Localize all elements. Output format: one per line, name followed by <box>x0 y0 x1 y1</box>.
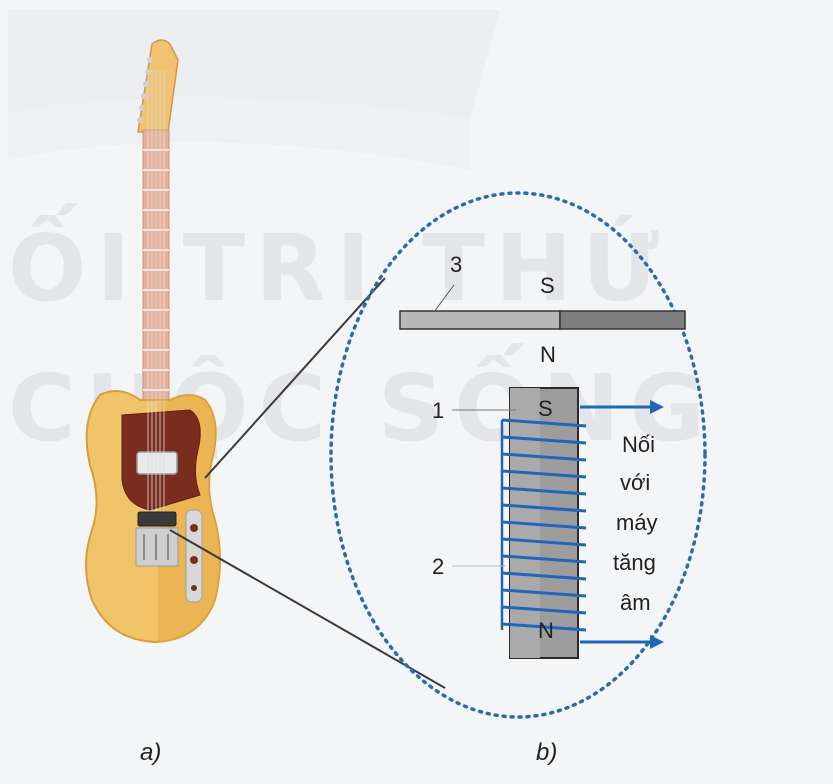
label-1: 1 <box>432 398 444 423</box>
connect-text-line-5: âm <box>620 590 651 615</box>
connect-text-line-1: Nối <box>622 432 655 457</box>
connect-text-line-3: máy <box>616 510 658 535</box>
output-arrow-bottom <box>650 635 664 649</box>
tone-knob <box>190 556 198 564</box>
caption-a: a) <box>140 739 161 766</box>
label-2: 2 <box>432 554 444 579</box>
caption-b: b) <box>536 739 557 766</box>
string-bar-right <box>559 310 686 330</box>
guitar-strings <box>147 70 165 540</box>
watermark-line-1: ỐI TRI THỨ <box>8 202 669 322</box>
electric-guitar <box>85 39 221 644</box>
connect-text-line-2: với <box>620 470 650 495</box>
label-3-leader <box>433 284 455 313</box>
bar-pole-s: S <box>540 273 555 298</box>
zoom-line-lower <box>169 529 446 689</box>
volume-knob <box>190 524 198 532</box>
neck-pickup <box>136 451 178 475</box>
label-3: 3 <box>450 252 462 277</box>
background-shape <box>8 10 500 120</box>
core-pole-s: S <box>538 396 553 421</box>
output-arrow-top <box>650 400 664 414</box>
selector-switch <box>191 585 197 591</box>
core-pole-n: N <box>538 618 554 643</box>
connect-text-line-4: tăng <box>613 550 656 575</box>
bar-pole-n: N <box>540 342 556 367</box>
zoom-circle <box>329 191 707 719</box>
bridge-pickup <box>137 511 177 527</box>
background-swoosh <box>8 97 470 170</box>
bridge-saddles <box>143 534 169 560</box>
coil-windings <box>500 418 587 632</box>
zoom-line-upper <box>204 277 386 479</box>
string-bar-left <box>399 310 561 330</box>
